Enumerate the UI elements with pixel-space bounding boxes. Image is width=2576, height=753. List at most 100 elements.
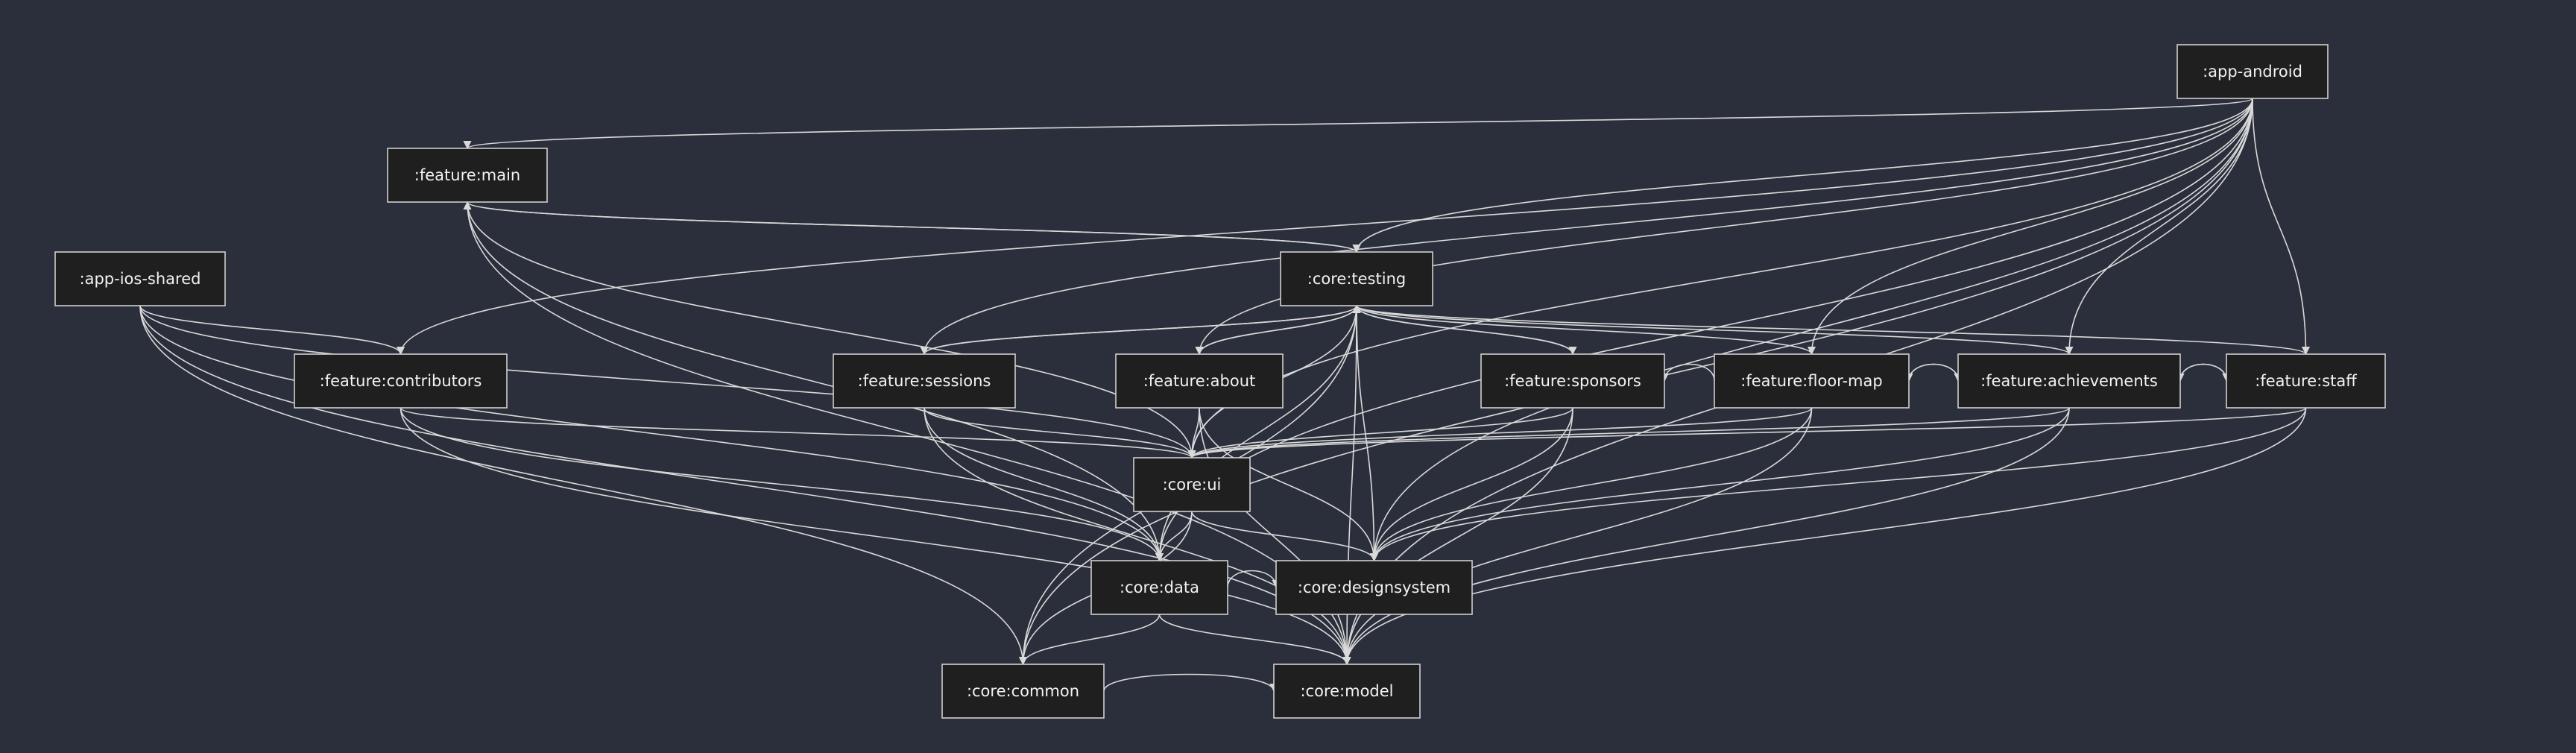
node-box	[1090, 560, 1228, 615]
edge-feature_floor_map-to-core_testing	[1352, 304, 1813, 355]
edge-feature_floor_map-to-feature_achievements	[1908, 363, 1963, 382]
edge-feature_achievements-to-feature_floor_map	[1904, 363, 1959, 382]
node-box	[1714, 353, 1910, 409]
edge-feature_about-to-core_testing	[1199, 304, 1361, 355]
edge-app_android-to-core_testing	[1352, 98, 2253, 253]
edge-feature_floor_map-to-core_designsystem	[1369, 407, 1813, 562]
node-box	[2176, 44, 2329, 99]
edge-app_android-to-feature_about	[1195, 98, 2253, 356]
edge-app_ios_shared-to-core_ui	[139, 305, 1196, 459]
edge-core_testing-to-core_designsystem	[1356, 305, 1379, 562]
edge-core_ui-to-core_designsystem	[1191, 511, 1379, 562]
node-label: :feature:staff	[2255, 372, 2357, 390]
edge-feature_about-to-core_designsystem	[1199, 407, 1379, 562]
edge-feature_sessions-to-core_ui	[924, 407, 1196, 459]
node-box	[387, 148, 548, 203]
edge-feature_achievements-to-core_ui	[1187, 407, 2070, 459]
node-label: :feature:contributors	[320, 372, 482, 390]
edge-core_testing-to-feature_main	[463, 201, 1357, 253]
node-label: :core:data	[1120, 579, 1199, 596]
node-box	[1957, 353, 2181, 409]
node-core_data[interactable]: :core:data	[1090, 560, 1228, 615]
edge-feature_about-to-core_model	[1199, 407, 1351, 666]
edge-core_common-to-core_model	[1103, 673, 1278, 693]
edge-feature_staff-to-core_designsystem	[1370, 407, 2307, 562]
node-label: :core:testing	[1307, 270, 1406, 288]
edge-feature_achievements-to-core_designsystem	[1369, 407, 2070, 562]
edge-feature_main-to-core_ui	[467, 201, 1196, 459]
node-box	[54, 251, 226, 306]
node-label: :core:designsystem	[1298, 579, 1450, 596]
node-box	[294, 353, 508, 409]
node-app_android[interactable]: :app-android	[2176, 44, 2329, 99]
node-label: :app-android	[2203, 63, 2302, 81]
edge-app_ios_shared-to-core_data	[139, 305, 1164, 562]
node-feature_main[interactable]: :feature:main	[387, 148, 548, 203]
node-box	[833, 353, 1016, 409]
edge-core_testing-to-core_data	[1155, 305, 1357, 562]
node-core_testing[interactable]: :core:testing	[1280, 251, 1433, 306]
node-feature_achievements[interactable]: :feature:achievements	[1957, 353, 2181, 409]
node-box	[1280, 251, 1433, 306]
edge-app_ios_shared-to-core_model	[139, 305, 1351, 666]
nodes-layer: :app-android :feature:main :app-ios-shared…	[54, 44, 2386, 719]
node-label: :core:model	[1300, 682, 1393, 700]
edge-app_android-to-feature_main	[464, 98, 2253, 150]
edge-feature_contributors-to-core_ui	[400, 407, 1196, 459]
edge-feature_sponsors-to-core_testing	[1352, 304, 1573, 355]
node-box	[1275, 560, 1473, 615]
node-box	[941, 664, 1105, 719]
edge-feature_staff-to-core_model	[1342, 407, 2307, 666]
edge-app_ios_shared-to-core_common	[139, 305, 1028, 666]
edge-app_android-to-feature_contributors	[397, 98, 2253, 356]
node-box	[1480, 353, 1665, 409]
edge-feature_main-to-core_data	[467, 201, 1164, 562]
node-core_model[interactable]: :core:model	[1273, 664, 1421, 719]
node-feature_contributors[interactable]: :feature:contributors	[294, 353, 508, 409]
node-feature_floor_map[interactable]: :feature:floor-map	[1714, 353, 1910, 409]
node-core_ui[interactable]: :core:ui	[1133, 457, 1251, 512]
edge-feature_floor_map-to-core_ui	[1187, 407, 1813, 459]
edge-feature_achievements-to-core_model	[1342, 407, 2070, 666]
edge-feature_sessions-to-core_data	[924, 407, 1164, 562]
node-box	[1133, 457, 1251, 512]
edge-app_android-to-feature_staff	[2252, 98, 2311, 356]
edge-core_data-to-core_common	[1018, 614, 1161, 666]
node-label: :feature:sponsors	[1504, 372, 1641, 390]
edge-feature_sponsors-to-core_model	[1342, 407, 1573, 666]
node-feature_staff[interactable]: :feature:staff	[2226, 353, 2386, 409]
edge-feature_achievements-to-core_testing	[1352, 304, 2070, 355]
edge-feature_floor_map-to-feature_sponsors	[1660, 363, 1715, 382]
node-core_designsystem[interactable]: :core:designsystem	[1275, 560, 1473, 615]
edge-app_ios_shared-to-feature_contributors	[139, 305, 405, 356]
node-feature_about[interactable]: :feature:about	[1115, 353, 1284, 409]
edge-app_android-to-feature_sessions	[920, 98, 2253, 356]
node-label: :feature:floor-map	[1740, 372, 1882, 390]
edge-feature_sessions-to-core_model	[924, 407, 1351, 666]
edge-feature_sponsors-to-core_ui	[1187, 407, 1573, 459]
node-label: :feature:about	[1143, 372, 1256, 390]
node-box	[2226, 353, 2386, 409]
edge-feature_contributors-to-core_data	[400, 407, 1164, 562]
edge-core_data-to-core_designsystem	[1227, 570, 1281, 589]
node-feature_sessions[interactable]: :feature:sessions	[833, 353, 1016, 409]
node-label: :core:common	[967, 682, 1079, 700]
node-box	[1115, 353, 1284, 409]
edge-feature_staff-to-core_testing	[1352, 304, 2307, 355]
node-label: :core:ui	[1163, 476, 1222, 494]
node-box	[1273, 664, 1421, 719]
node-label: :feature:achievements	[1980, 372, 2158, 390]
edge-feature_achievements-to-feature_staff	[2179, 363, 2231, 382]
node-app_ios_shared[interactable]: :app-ios-shared	[54, 251, 226, 306]
node-label: :app-ios-shared	[80, 270, 201, 288]
edge-core_data-to-core_model	[1158, 614, 1351, 666]
node-label: :feature:sessions	[858, 372, 991, 390]
edge-feature_floor_map-to-core_model	[1342, 407, 1813, 666]
edge-feature_sessions-to-core_testing	[924, 304, 1361, 355]
edge-feature_staff-to-feature_achievements	[2176, 363, 2227, 382]
node-core_common[interactable]: :core:common	[941, 664, 1105, 719]
node-label: :feature:main	[414, 166, 520, 184]
edge-feature_staff-to-core_ui	[1187, 407, 2307, 459]
node-feature_sponsors[interactable]: :feature:sponsors	[1480, 353, 1665, 409]
